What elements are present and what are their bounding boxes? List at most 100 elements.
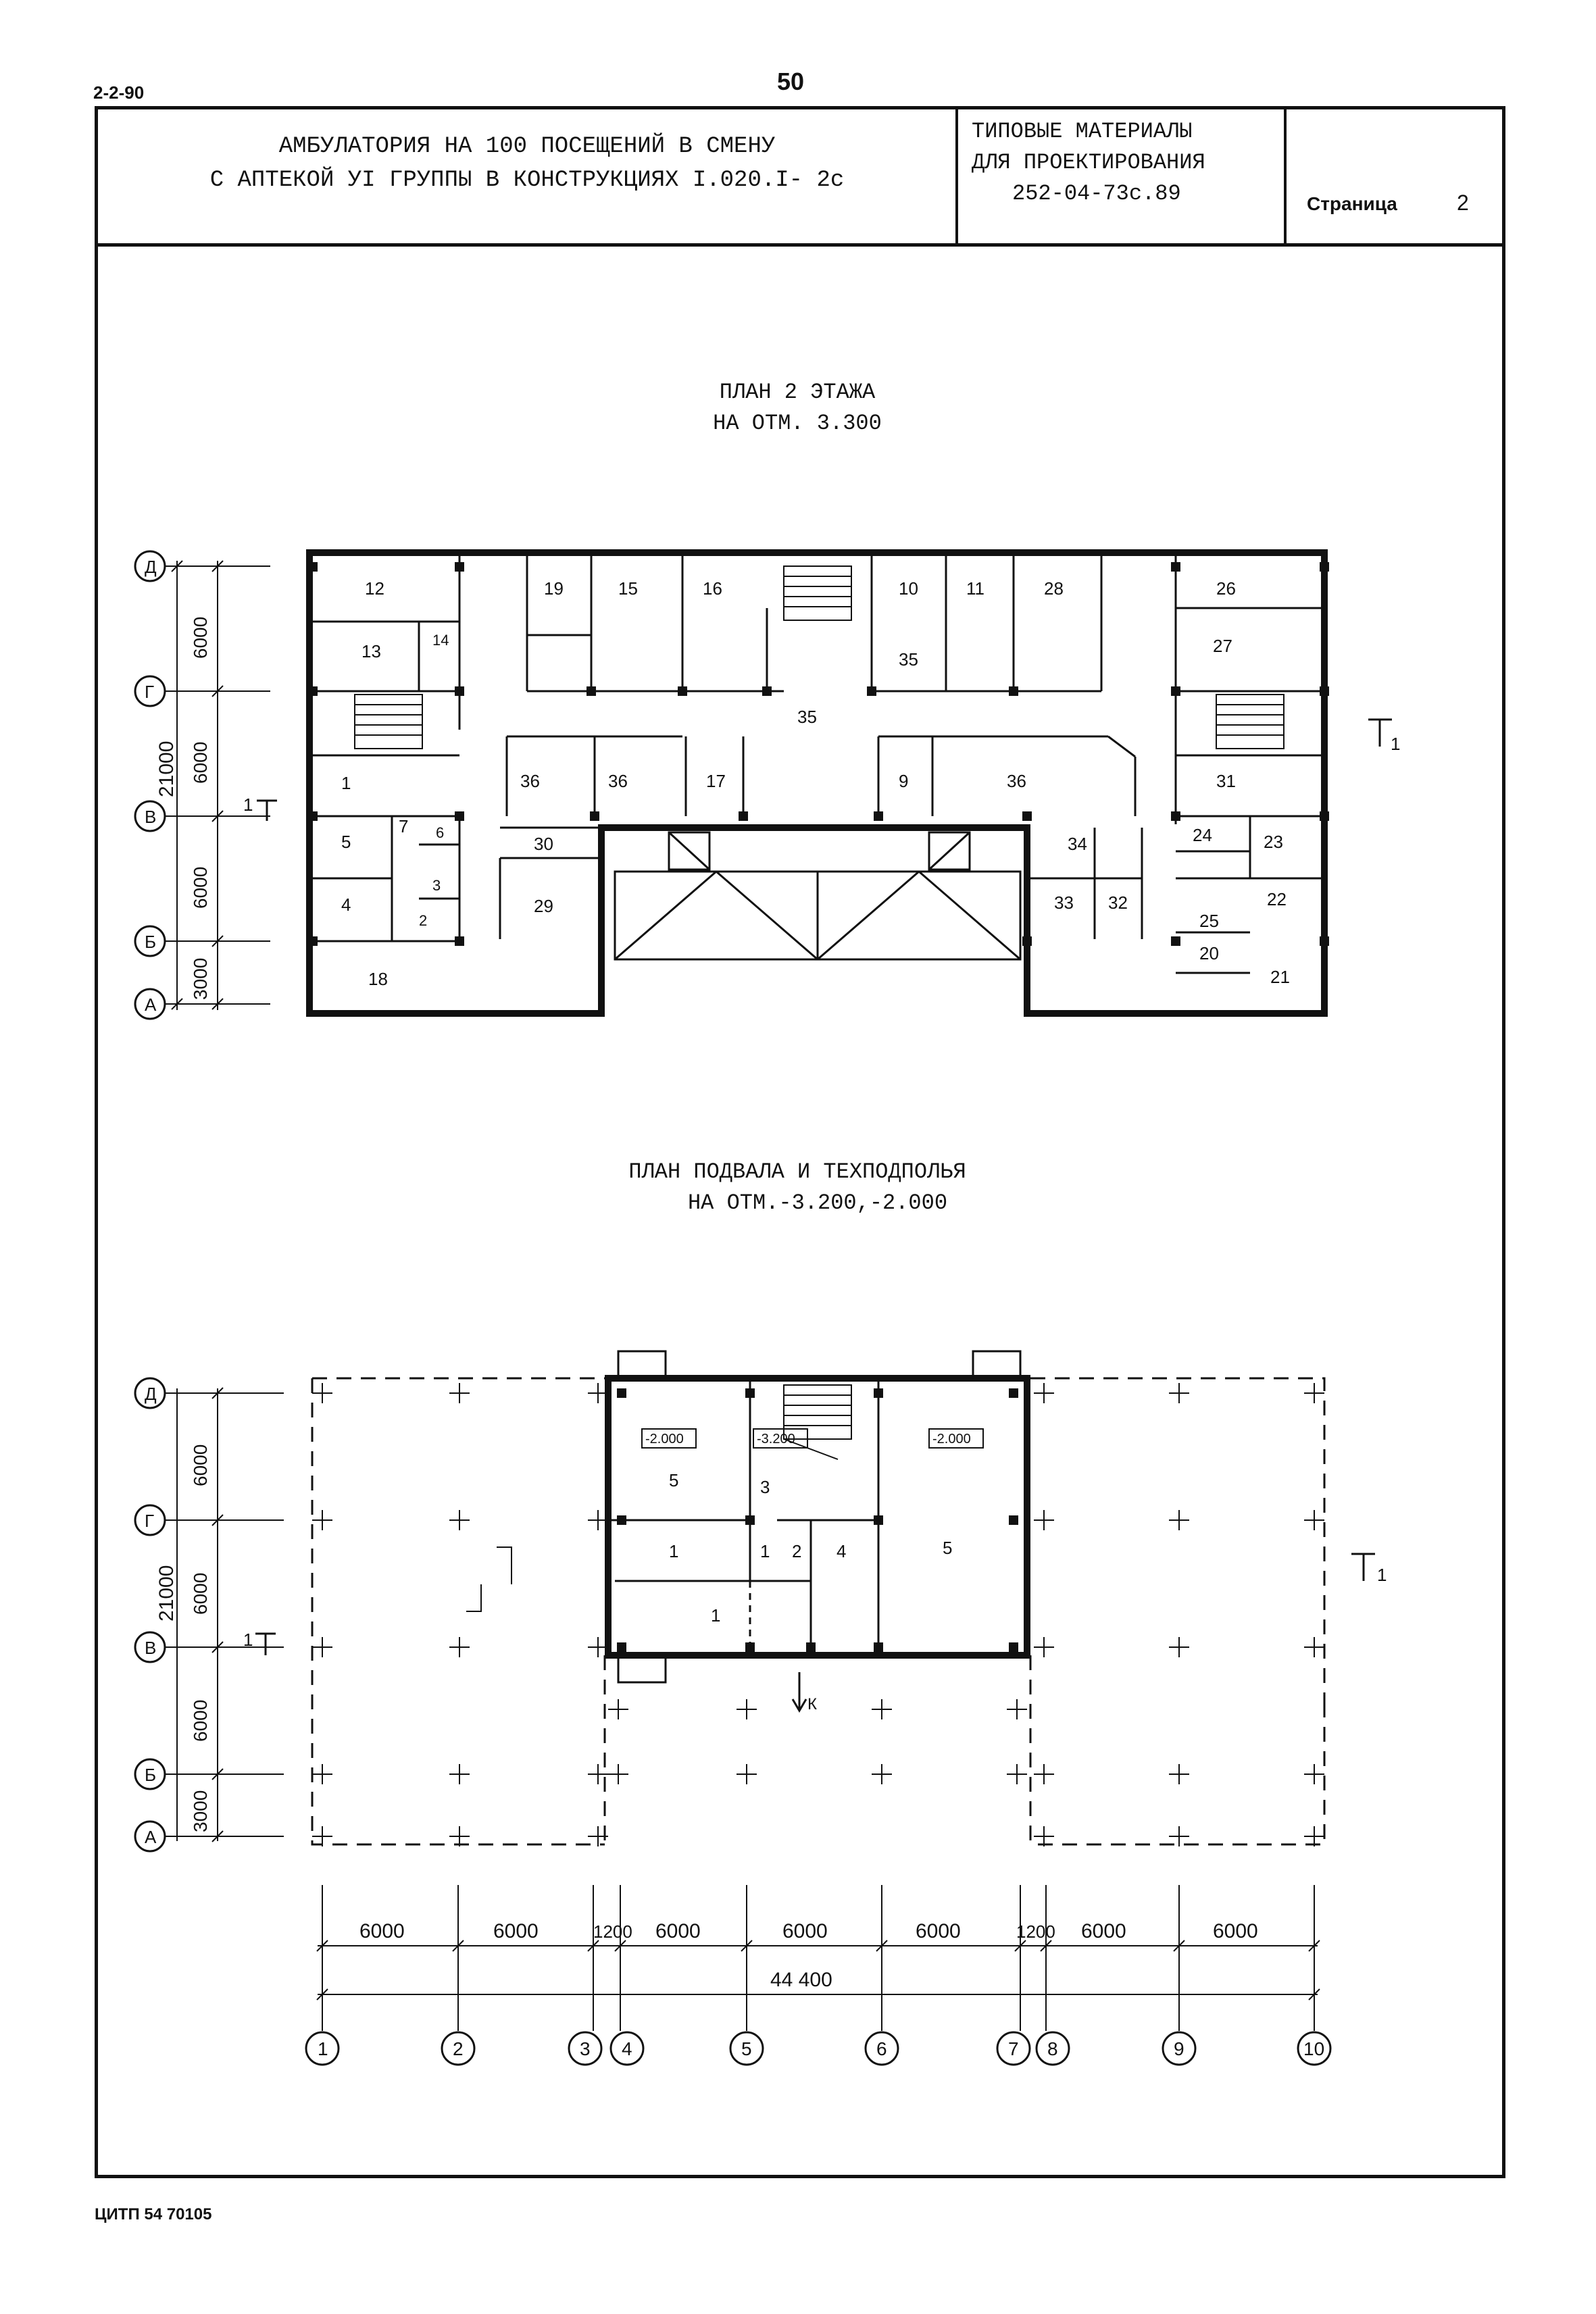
title-block-divider-2 bbox=[1284, 106, 1287, 245]
plan-2-title: ПЛАН 2 ЭТАЖА НА ОТМ. 3.300 bbox=[608, 377, 987, 439]
series-line-1: ТИПОВЫЕ МАТЕРИАЛЫ bbox=[972, 119, 1193, 144]
room-number: 14 bbox=[432, 632, 449, 649]
plan-2-section-marker-left bbox=[257, 799, 277, 821]
row-dimension: 6000 bbox=[190, 867, 211, 909]
basement-grid-crosses bbox=[312, 1383, 1324, 1846]
column-dimension: 6000 bbox=[1081, 1920, 1126, 1942]
room-number: 3 bbox=[760, 1477, 770, 1497]
column-axis-label: 4 bbox=[622, 2038, 632, 2059]
column-axis-label: 7 bbox=[1008, 2038, 1019, 2059]
column-axis-label: 1 bbox=[318, 2038, 328, 2059]
page-value: 2 bbox=[1457, 191, 1469, 215]
row-axis-label: В bbox=[145, 807, 156, 827]
axis-bubble bbox=[1162, 2031, 1197, 2066]
room-number: 31 bbox=[1216, 771, 1236, 791]
room-number: 18 bbox=[368, 969, 388, 989]
column-dimension: 6000 bbox=[655, 1920, 701, 1942]
plan-2-labels: Д Г В Б А 6000 6000 6000 3000 21000 1 1 … bbox=[145, 557, 1400, 1015]
room-number: 1 bbox=[711, 1605, 720, 1626]
series-block: ТИПОВЫЕ МАТЕРИАЛЫ ДЛЯ ПРОЕКТИРОВАНИЯ 252… bbox=[972, 116, 1276, 209]
room-number: 36 bbox=[608, 771, 628, 791]
basement-section-marker-left bbox=[255, 1632, 276, 1655]
basement-inner-walls bbox=[608, 1378, 880, 1655]
room-number: 30 bbox=[534, 834, 553, 854]
section-number: 1 bbox=[243, 1630, 253, 1650]
plan-2-row-axes bbox=[134, 550, 270, 1020]
entrance-label: К bbox=[807, 1695, 817, 1713]
room-number: 22 bbox=[1267, 889, 1287, 909]
document-code: 2-2-90 bbox=[93, 82, 145, 103]
plan-2-floor bbox=[134, 549, 1392, 1020]
axis-bubble bbox=[441, 2031, 476, 2066]
basement-plan-title-line-2: НА ОТМ.-3.200,-2.000 bbox=[687, 1190, 948, 1215]
axis-bubble bbox=[1297, 2031, 1332, 2066]
page-label: Страница bbox=[1307, 193, 1397, 214]
room-number: 3 bbox=[432, 877, 441, 894]
room-number: 17 bbox=[706, 771, 726, 791]
column-axis-label: 6 bbox=[876, 2038, 887, 2059]
basement-stairs bbox=[783, 1384, 852, 1460]
column-dimension: 6000 bbox=[782, 1920, 828, 1942]
column-dimension: 6000 bbox=[1213, 1920, 1258, 1942]
basement-entrance-arrow bbox=[791, 1672, 807, 1713]
row-axis-label: В bbox=[145, 1638, 156, 1658]
basement-labels: Д Г В Б А 6000 6000 6000 3000 21000 1 1 … bbox=[145, 1384, 1387, 2059]
column-dimension: 6000 bbox=[493, 1920, 539, 1942]
total-dimension: 21000 bbox=[155, 1565, 178, 1621]
room-number: 15 bbox=[618, 578, 638, 599]
room-number: 9 bbox=[899, 771, 908, 791]
room-number: 33 bbox=[1054, 892, 1074, 913]
room-number: 29 bbox=[534, 896, 553, 916]
row-axis-label: Д bbox=[145, 1384, 157, 1404]
level-mark: -2.000 bbox=[932, 1432, 971, 1447]
column-axis-label: 3 bbox=[580, 2038, 591, 2059]
plan-2-outer-walls bbox=[306, 549, 1328, 1017]
row-dimension: 6000 bbox=[190, 617, 211, 659]
room-number: 20 bbox=[1199, 943, 1219, 963]
basement-row-dimension-chain bbox=[176, 1387, 224, 1842]
room-number: 5 bbox=[669, 1470, 678, 1490]
room-number: 6 bbox=[436, 824, 444, 841]
project-title-line-1: АМБУЛАТОРИЯ НА 100 ПОСЕЩЕНИЙ В СМЕНУ bbox=[278, 134, 776, 159]
room-number: 2 bbox=[792, 1541, 801, 1561]
axis-bubble bbox=[1035, 2031, 1070, 2066]
plan-2-inner-walls bbox=[309, 553, 1324, 974]
series-line-2: ДЛЯ ПРОЕКТИРОВАНИЯ bbox=[972, 150, 1205, 175]
basement-entrance-pits bbox=[617, 1350, 1022, 1684]
room-number: 36 bbox=[520, 771, 540, 791]
row-dimension: 6000 bbox=[190, 1573, 211, 1615]
basement-section-marker-right bbox=[1351, 1553, 1375, 1581]
room-number: 4 bbox=[837, 1541, 846, 1561]
room-number: 16 bbox=[703, 578, 722, 599]
overall-dimension: 44 400 bbox=[770, 1969, 832, 1991]
row-dimension: 6000 bbox=[190, 1700, 211, 1742]
row-dimension: 6000 bbox=[190, 742, 211, 784]
axis-bubble bbox=[996, 2031, 1031, 2066]
row-axis-label: А bbox=[145, 1827, 157, 1847]
project-title-line-2: С АПТЕКОЙ УI ГРУППЫ В КОНСТРУКЦИЯХ I.020… bbox=[209, 168, 845, 193]
room-number: 4 bbox=[341, 895, 351, 915]
project-title: АМБУЛАТОРИЯ НА 100 ПОСЕЩЕНИЙ В СМЕНУ С А… bbox=[101, 130, 953, 197]
basement-outer-walls bbox=[605, 1375, 1030, 1659]
column-axis-label: 8 bbox=[1047, 2038, 1058, 2059]
title-block-divider-1 bbox=[955, 106, 958, 245]
axis-bubble bbox=[305, 2031, 340, 2066]
column-axis-label: 2 bbox=[453, 2038, 464, 2059]
room-number: 7 bbox=[399, 816, 408, 836]
total-dimension: 21000 bbox=[155, 741, 178, 797]
room-number: 10 bbox=[899, 578, 918, 599]
room-number: 1 bbox=[760, 1541, 770, 1561]
plan-2-title-line-1: ПЛАН 2 ЭТАЖА bbox=[719, 380, 876, 405]
room-number: 25 bbox=[1199, 911, 1219, 931]
basement-dashed-outline bbox=[311, 1377, 1326, 1846]
plan-2-row-dimension-chain bbox=[171, 560, 224, 1010]
row-axis-label: Б bbox=[145, 932, 156, 952]
plan-2-columns bbox=[308, 562, 1329, 946]
basement-column-dimension-chain bbox=[316, 1885, 1320, 2031]
page-number: 50 bbox=[777, 68, 805, 95]
row-axis-label: Г bbox=[145, 1511, 154, 1531]
room-number: 12 bbox=[365, 578, 384, 599]
footer-code: ЦИТП 54 70105 bbox=[95, 2205, 212, 2223]
column-dimension: 1200 bbox=[593, 1921, 632, 1942]
plan-2-roof-void bbox=[614, 831, 1022, 961]
